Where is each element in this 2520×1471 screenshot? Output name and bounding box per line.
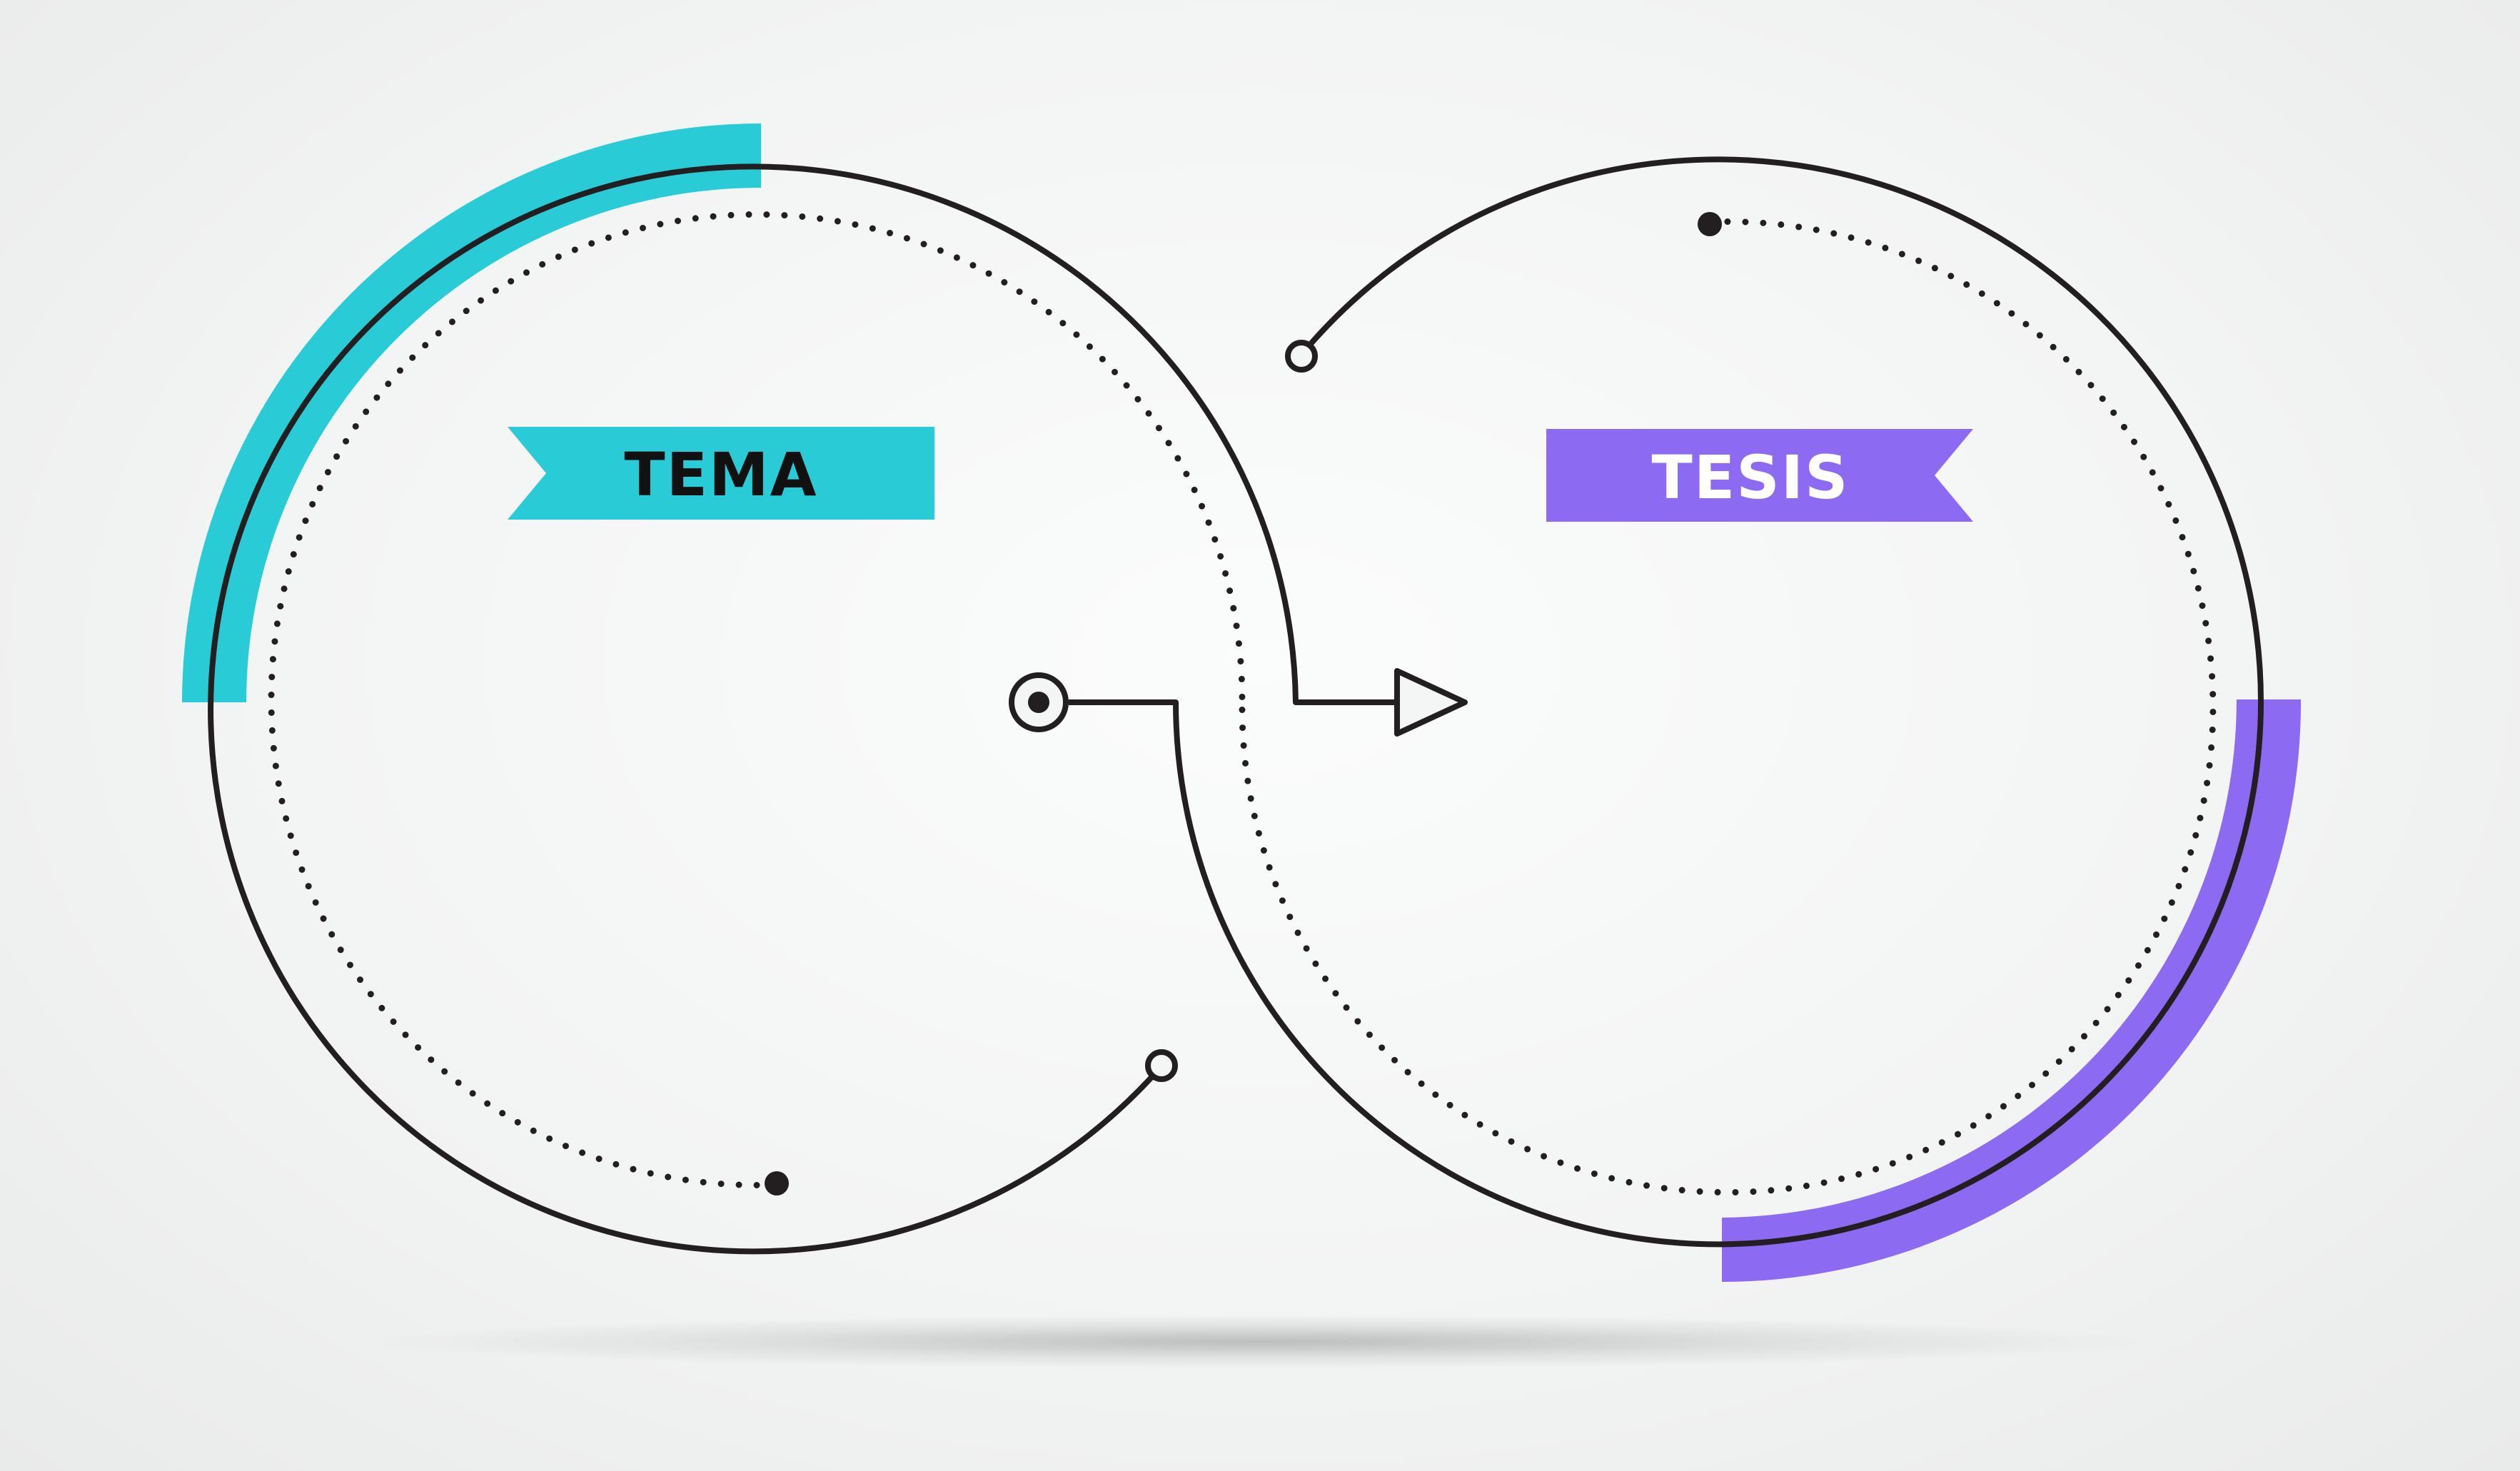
tema-ribbon: TEMA [508,427,934,520]
left-dot-end-marker [765,1171,789,1195]
floor-shadow [368,1315,2152,1369]
left-ring-end-node-icon [1145,1049,1178,1082]
right-ring [1069,156,2264,1248]
tema-ribbon-shape [508,427,934,520]
right-dotted-ring [1239,218,2217,1195]
left-dotted-ring [268,211,1246,1188]
left-ring [208,163,1397,1255]
right-ring-end-node-icon [1285,340,1318,373]
target-ring-icon [1009,672,1069,732]
right-accent-arc [1722,699,2302,1282]
right-dot-end-marker [1698,212,1722,236]
tesis-ribbon-shape [1546,429,1973,522]
tema-label: TEMA [624,440,817,510]
arrow-head-icon [1394,668,1468,737]
left-accent-arc [182,123,761,702]
tesis-label: TESIS [1652,443,1850,512]
tesis-ribbon: TESIS [1546,429,1973,522]
